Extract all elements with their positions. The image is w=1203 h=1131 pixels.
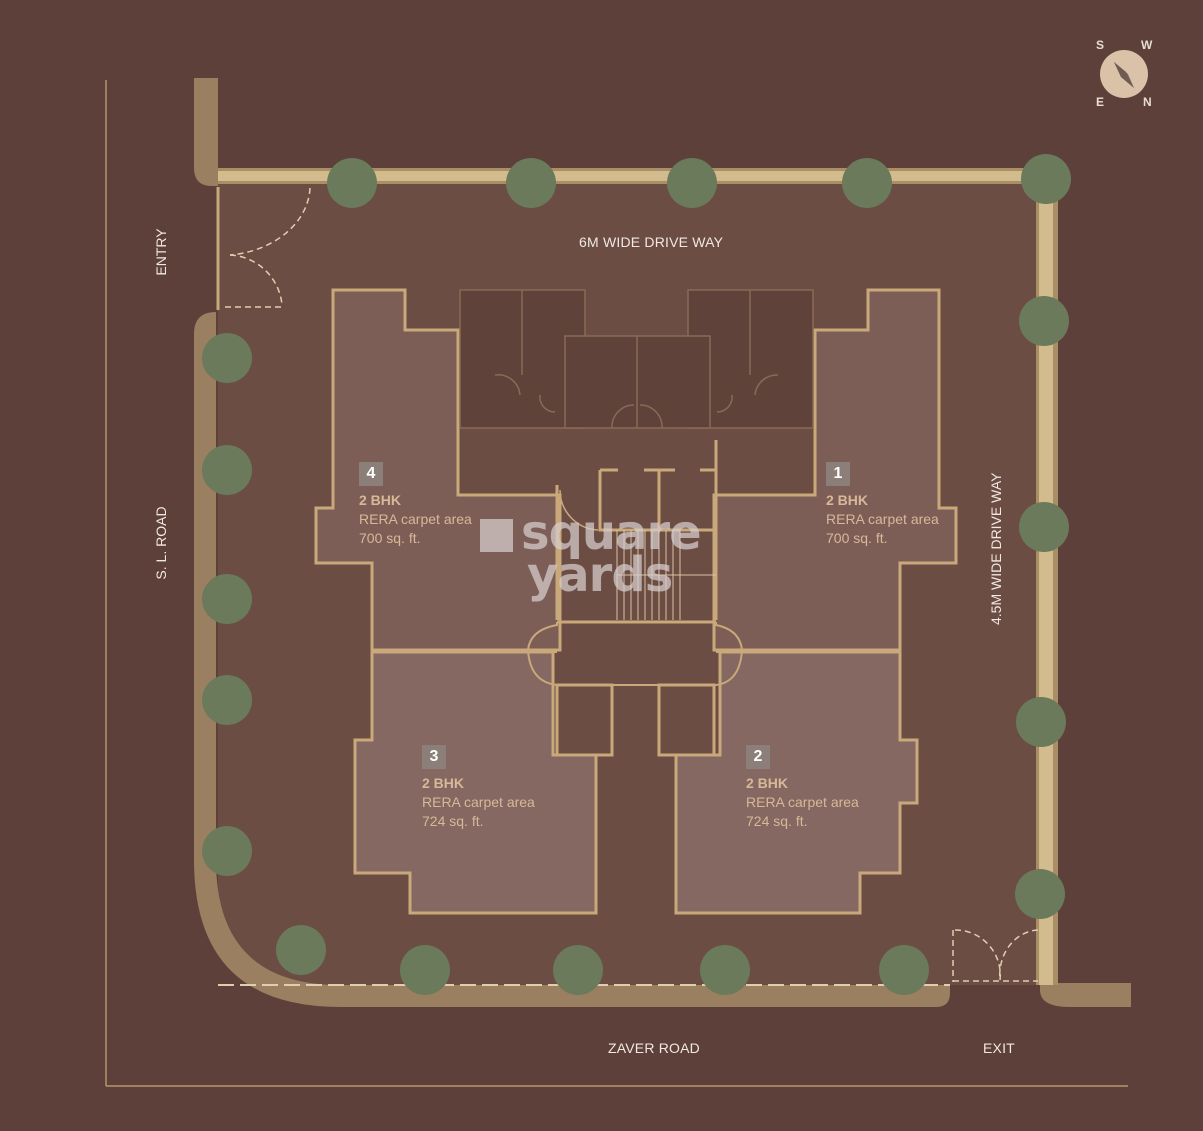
unit-number-badge: 4 xyxy=(359,462,383,486)
compass-north: N xyxy=(1143,95,1152,109)
unit-area: 724 sq. ft. xyxy=(746,813,808,829)
unit-type: 2 BHK xyxy=(826,492,869,508)
road-band xyxy=(194,78,1131,1007)
unit-number-badge: 2 xyxy=(746,745,770,769)
unit-area-label: RERA carpet area xyxy=(826,511,939,527)
watermark-logo-icon xyxy=(480,519,513,552)
exit-label: EXIT xyxy=(983,1040,1015,1056)
right-driveway-label: 4.5M WIDE DRIVE WAY xyxy=(988,472,1004,625)
unit-number-badge: 1 xyxy=(826,462,850,486)
exit-gate xyxy=(952,929,1039,982)
stair-core xyxy=(555,440,718,624)
boundary-lines xyxy=(105,80,1128,1087)
unit-area-label: RERA carpet area xyxy=(359,511,472,527)
unit-4-label: 4 2 BHK RERA carpet area 700 sq. ft. xyxy=(359,462,472,548)
compass-east: E xyxy=(1096,95,1105,109)
unit-3-label: 3 2 BHK RERA carpet area 724 sq. ft. xyxy=(422,745,535,831)
unit-area-label: RERA carpet area xyxy=(746,794,859,810)
entry-label: ENTRY xyxy=(153,228,169,276)
unit-area-label: RERA carpet area xyxy=(422,794,535,810)
service-core xyxy=(459,289,814,429)
unit-1-label: 1 2 BHK RERA carpet area 700 sq. ft. xyxy=(826,462,939,548)
unit-type: 2 BHK xyxy=(359,492,402,508)
left-road-label: S. L. ROAD xyxy=(153,506,169,580)
compass-south: S xyxy=(1096,38,1105,52)
entry-gate xyxy=(225,187,311,308)
watermark: square yards xyxy=(480,509,702,599)
unit-area: 724 sq. ft. xyxy=(422,813,484,829)
unit-type: 2 BHK xyxy=(422,775,465,791)
unit-3-outline xyxy=(353,650,598,915)
unit-area: 700 sq. ft. xyxy=(359,530,421,546)
unit-type: 2 BHK xyxy=(746,775,789,791)
bottom-road-label: ZAVER ROAD xyxy=(608,1040,700,1056)
lobby xyxy=(526,622,744,757)
stair-steps xyxy=(616,530,716,620)
unit-2-label: 2 2 BHK RERA carpet area 724 sq. ft. xyxy=(746,745,859,831)
unit-number-badge: 3 xyxy=(422,745,446,769)
top-driveway-label: 6M WIDE DRIVE WAY xyxy=(579,234,724,250)
unit-area: 700 sq. ft. xyxy=(826,530,888,546)
trees xyxy=(202,154,1071,995)
unit-4-outline xyxy=(314,288,562,652)
compass-rose-icon xyxy=(1100,50,1148,98)
compass-west: W xyxy=(1141,38,1153,52)
